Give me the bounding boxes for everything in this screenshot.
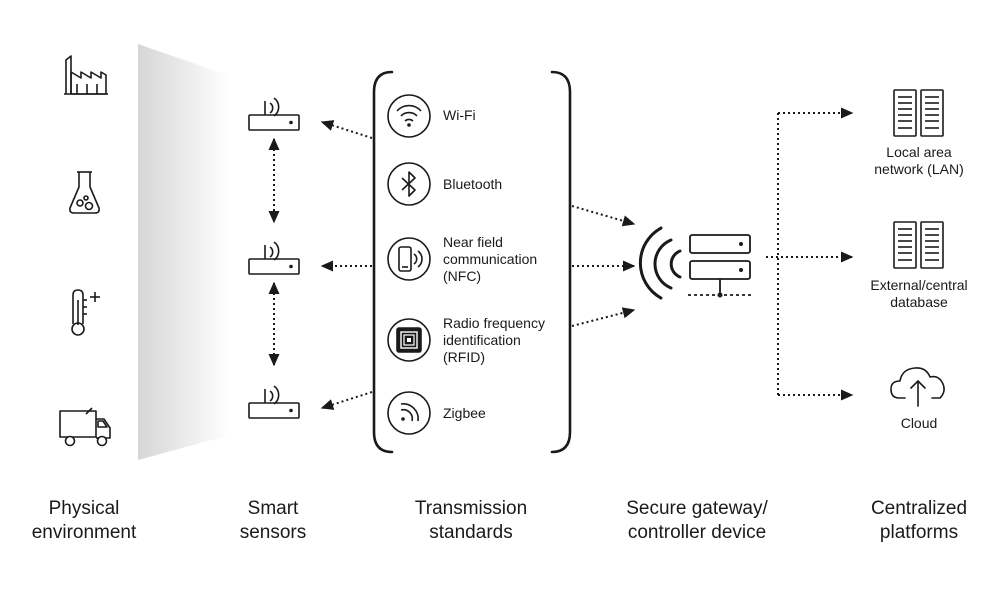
platform-label-cloud: Cloud — [901, 415, 938, 432]
column-title-physical-environment: Physical environment — [32, 497, 137, 545]
column-title-line: standards — [429, 522, 513, 543]
standard-label-line: Bluetooth — [443, 176, 503, 192]
standard-label-line: Wi-Fi — [443, 107, 476, 123]
standard-label-line: Zigbee — [443, 405, 486, 421]
platform-label-line: Local area — [886, 144, 952, 160]
cloud-upload-icon — [890, 367, 945, 407]
flask-icon — [69, 171, 100, 214]
wifi-icon — [387, 94, 431, 138]
environment-wedge — [138, 44, 230, 460]
truck-icon — [59, 407, 111, 447]
column-title-line: Centralized — [870, 498, 968, 519]
standard-label-zigbee: Zigbee — [443, 405, 486, 422]
column-title-secure-gateway: Secure gateway/ controller device — [626, 497, 768, 545]
bluetooth-icon — [387, 162, 431, 206]
column-title-smart-sensors: Smart sensors — [240, 497, 307, 545]
thermometer-icon — [71, 289, 100, 336]
standard-label-line: Radio frequency — [443, 315, 545, 331]
column-title-line: environment — [31, 522, 137, 543]
platform-label-line: External/central — [870, 277, 968, 293]
zigbee-icon — [387, 391, 431, 435]
smart-sensor-2 — [248, 241, 300, 275]
column-title-line: Secure gateway/ — [626, 498, 768, 519]
standard-label-line: Near field — [443, 234, 503, 250]
column-title-centralized-platforms: Centralized platforms — [871, 497, 967, 545]
gateway-server-icon — [688, 234, 752, 298]
rfid-icon — [387, 318, 431, 362]
column-title-line: Smart — [247, 498, 299, 519]
database-icon — [893, 221, 944, 269]
platform-label-line: database — [890, 294, 948, 310]
column-title-line: platforms — [879, 522, 959, 543]
column-title-line: controller device — [627, 522, 767, 543]
smart-sensor-3 — [248, 385, 300, 419]
column-title-line: Transmission — [414, 498, 528, 519]
standards-to-sensors-links — [320, 120, 373, 410]
standard-label-rfid: Radio frequency identification (RFID) — [443, 315, 545, 366]
server-rack-icon — [893, 89, 944, 137]
nfc-icon — [387, 237, 431, 281]
standard-label-line: communication — [443, 251, 538, 267]
standards-bracket — [372, 70, 572, 454]
standard-label-line: (NFC) — [443, 268, 482, 284]
gateway-to-platforms-links — [766, 107, 854, 401]
factory-icon — [64, 55, 108, 95]
platform-label-line: network (LAN) — [874, 161, 964, 177]
standard-label-nfc: Near field communication (NFC) — [443, 234, 537, 285]
column-title-line: sensors — [239, 522, 307, 543]
standard-label-line: identification — [443, 332, 521, 348]
column-title-line: Physical — [48, 498, 120, 519]
column-title-transmission-standards: Transmission standards — [415, 497, 527, 545]
platform-label-lan: Local area network (LAN) — [874, 144, 963, 178]
standards-to-gateway-links — [571, 205, 636, 327]
standard-label-bluetooth: Bluetooth — [443, 176, 502, 193]
gateway-signal-icon — [638, 226, 682, 300]
standard-label-line: (RFID) — [443, 349, 485, 365]
standard-label-wifi: Wi-Fi — [443, 107, 476, 124]
platform-label-line: Cloud — [900, 415, 938, 431]
platform-label-database: External/central database — [870, 277, 967, 311]
smart-sensor-1 — [248, 97, 300, 131]
